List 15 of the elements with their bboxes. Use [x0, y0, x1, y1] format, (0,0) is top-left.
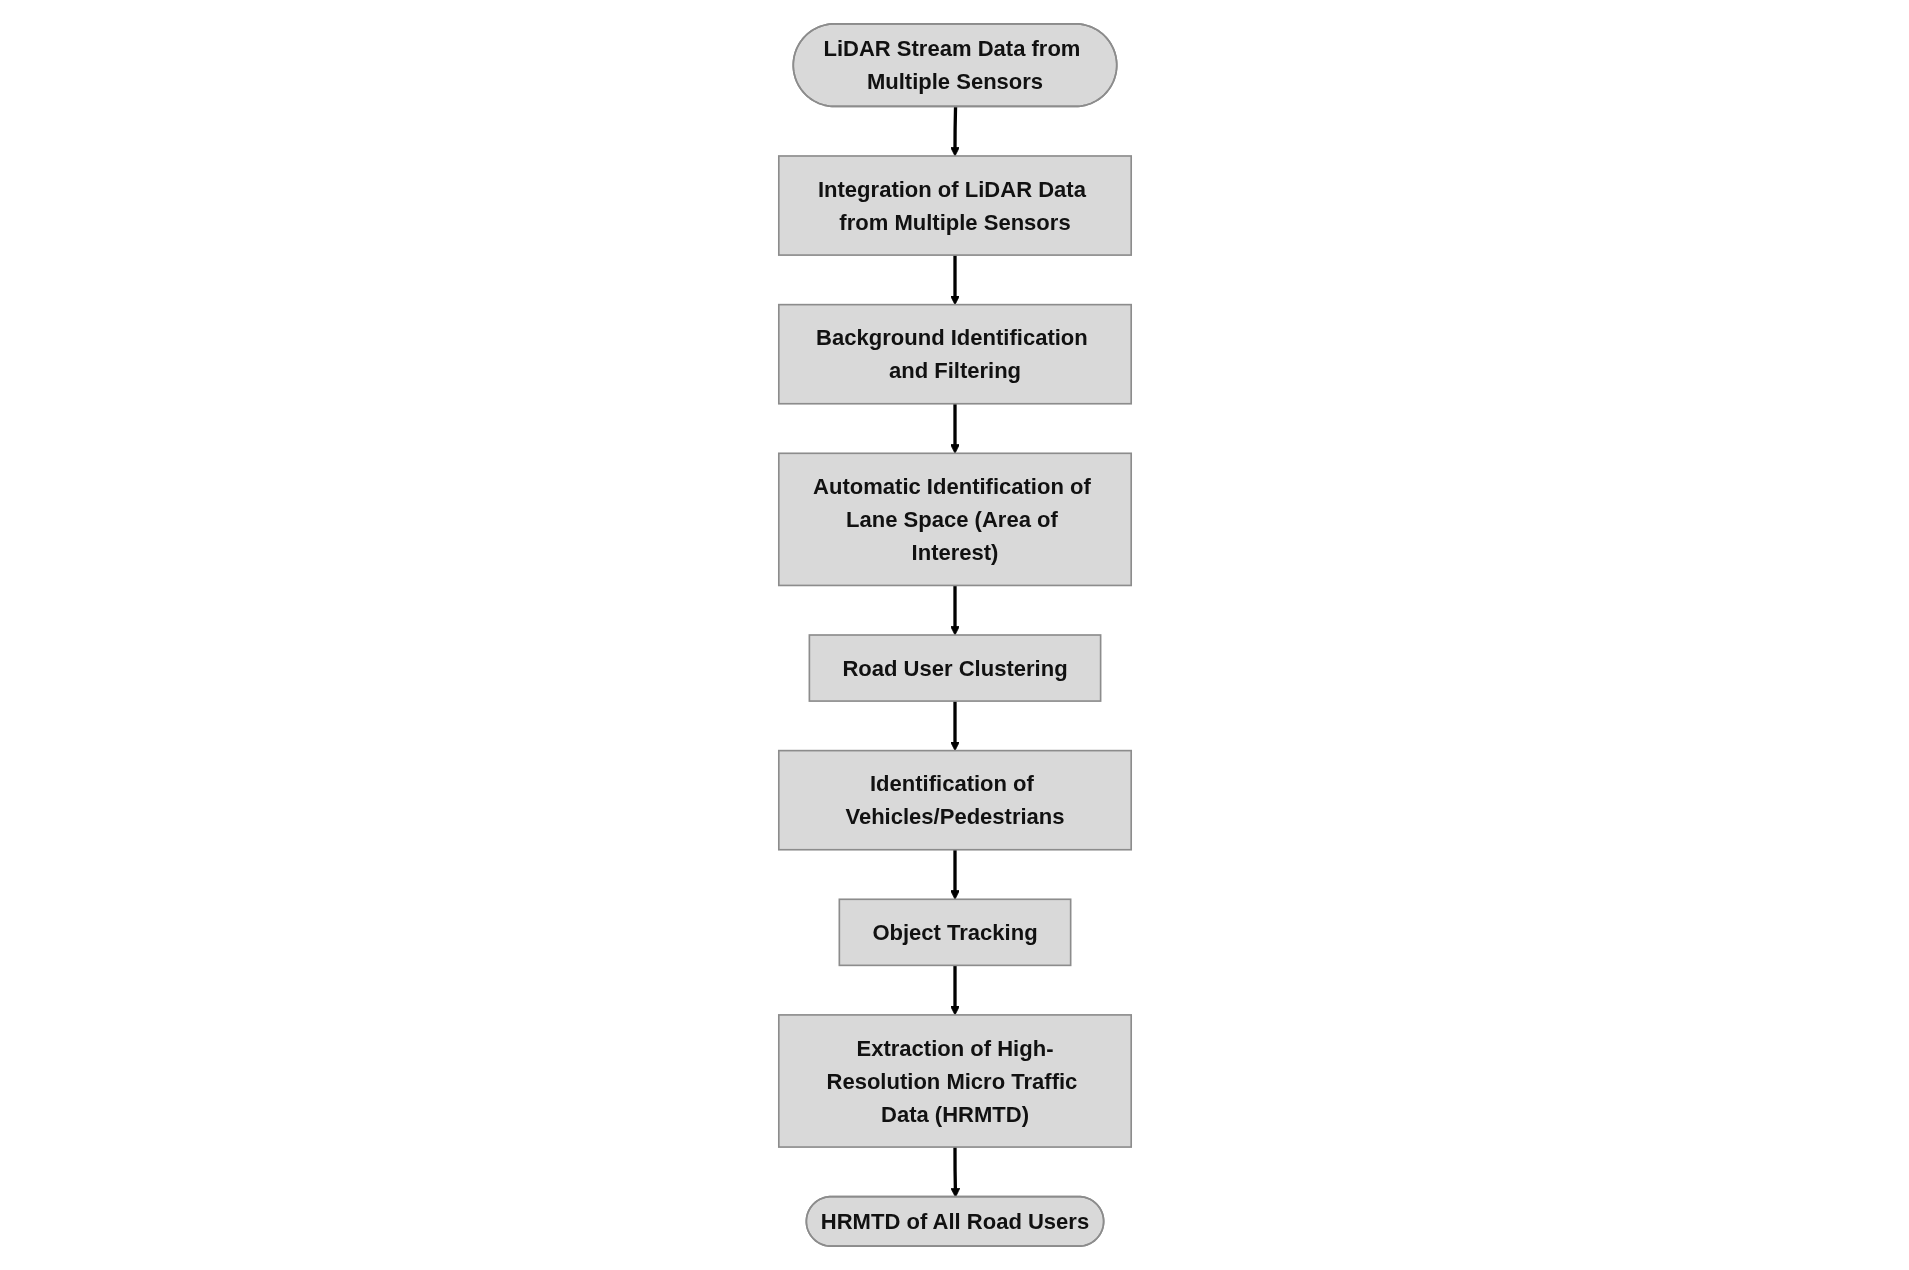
- node-box: Extraction of High-Resolution Micro Traffic Data (HRMTD): [777, 1014, 1132, 1148]
- node-box: Identification of Vehicles/Pedestrians: [777, 749, 1132, 851]
- node-box: Automatic Identification of Lane Space (Area of Interest): [777, 452, 1132, 587]
- arrow: [949, 965, 960, 1016]
- arrow: [950, 1147, 960, 1198]
- arrow: [949, 585, 960, 636]
- node-box: Road User Clustering: [808, 634, 1101, 702]
- arrow: [949, 849, 960, 900]
- node-box: Object Tracking: [838, 898, 1071, 967]
- arrow: [949, 106, 960, 157]
- arrow: [949, 403, 960, 454]
- arrow: [949, 255, 960, 306]
- arrow: [949, 701, 960, 752]
- node-box: Integration of LiDAR Data from Multiple Sensors: [777, 155, 1132, 256]
- node-box: Background Identification and Filtering: [777, 303, 1132, 405]
